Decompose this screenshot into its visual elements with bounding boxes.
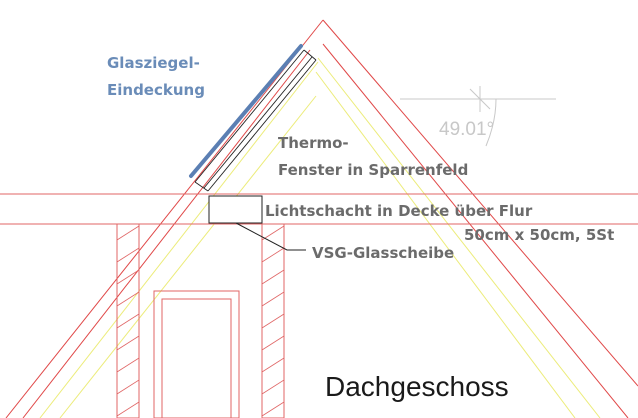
hatch xyxy=(261,357,285,373)
walls xyxy=(116,223,285,418)
wall-hatching xyxy=(116,225,285,417)
hatch xyxy=(261,401,285,417)
rafter-left-outer xyxy=(5,19,324,418)
window-end-top xyxy=(303,49,317,61)
wall-right xyxy=(261,223,285,418)
insulation-right-inner xyxy=(315,71,576,418)
window-edge-inner xyxy=(203,56,313,189)
angle-label: 49.01° xyxy=(439,119,494,140)
hatch xyxy=(261,247,285,263)
glass-tile-strip xyxy=(189,44,303,178)
angle-dim-arc xyxy=(485,98,497,147)
window-edge-outer xyxy=(194,49,305,183)
hatch xyxy=(116,247,140,263)
angle-dimension xyxy=(400,86,556,147)
hatch xyxy=(116,379,140,395)
insulation-lines xyxy=(39,57,601,418)
hatch xyxy=(261,269,285,285)
hatch xyxy=(261,291,285,307)
rafter-right-inner xyxy=(322,43,629,418)
hatch xyxy=(261,379,285,395)
wall-left xyxy=(116,223,140,418)
light-shaft-label: Lichtschacht in Decke über Flur xyxy=(265,202,533,220)
glass-tiles-label-line2: Eindeckung xyxy=(107,81,205,99)
hatch xyxy=(116,357,140,373)
hatch xyxy=(116,335,140,351)
door-frame-inner xyxy=(161,298,232,418)
light-shaft-size-label: 50cm x 50cm, 5St xyxy=(464,226,614,244)
door-frame-outer xyxy=(153,290,240,418)
roof-rafters xyxy=(5,19,638,418)
insulation-right-outer xyxy=(317,57,601,418)
hatch xyxy=(116,313,140,329)
floor-name-label: Dachgeschoss xyxy=(325,371,509,402)
insulation-left-inner xyxy=(59,95,317,418)
hatch xyxy=(261,335,285,351)
window-end-bottom xyxy=(194,181,209,192)
hatch xyxy=(116,401,140,417)
vsg-glass-label: VSG-Glasscheibe xyxy=(312,244,454,262)
rafter-right-outer xyxy=(322,19,638,387)
hatch xyxy=(116,291,140,307)
hatch xyxy=(116,269,140,285)
thermo-window-label-line2: Fenster in Sparrenfeld xyxy=(278,161,468,179)
light-shaft xyxy=(208,195,263,224)
vsg-leader-line xyxy=(235,222,306,251)
hatch xyxy=(116,225,140,241)
ceiling-slab xyxy=(0,193,638,225)
glass-tiles-label-line1: Glasziegel- xyxy=(107,54,200,72)
rafter-left-inner xyxy=(22,49,311,418)
hatch xyxy=(261,313,285,329)
hatch xyxy=(261,225,285,241)
thermo-window xyxy=(194,49,317,192)
thermo-window-label-line1: Thermo- xyxy=(278,134,349,152)
window-edge-low xyxy=(207,59,317,192)
insulation-left-outer xyxy=(39,61,319,418)
